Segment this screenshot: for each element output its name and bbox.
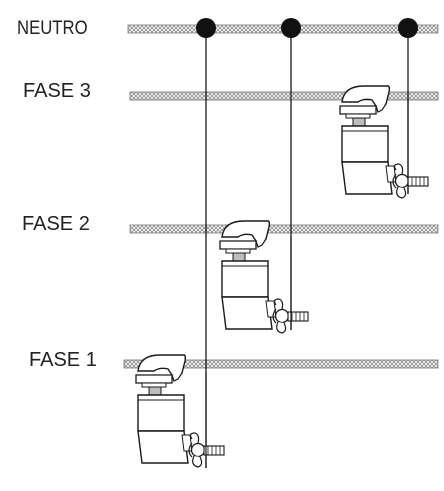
connection-dot-icon (398, 18, 418, 38)
neutro-label: NEUTRO (17, 18, 88, 39)
connection-dot-icon (196, 18, 216, 38)
fase2-conductor (129, 224, 439, 234)
insulator-clamp-icon-fase3 (339, 85, 429, 199)
fase2-label: FASE 2 (22, 213, 90, 235)
fase1-conductor (123, 359, 439, 369)
insulator-clamp-icon-fase2 (219, 220, 309, 334)
fase3-label: FASE 3 (23, 80, 91, 102)
connection-dot-icon (281, 18, 301, 38)
fase1-label: FASE 1 (29, 349, 97, 371)
fase3-conductor (129, 91, 439, 101)
insulator-clamp-icon-fase1 (135, 354, 225, 468)
